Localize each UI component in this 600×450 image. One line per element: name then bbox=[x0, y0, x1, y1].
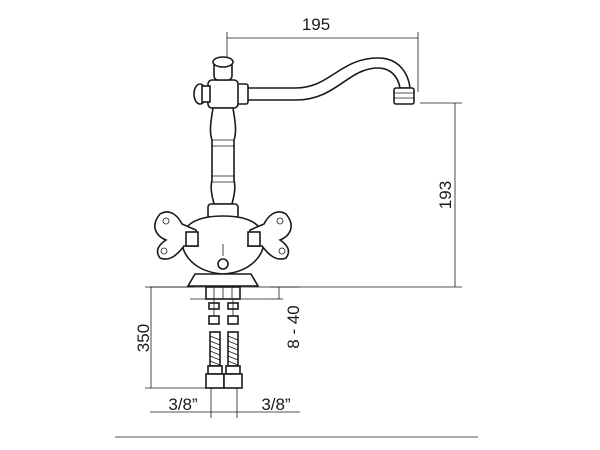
mounting-assembly bbox=[150, 286, 300, 325]
deck-thickness-label: 8 - 40 bbox=[284, 305, 303, 348]
hose-length-label: 350 bbox=[134, 324, 153, 352]
height-dimension: 193 bbox=[270, 102, 462, 288]
deck-thickness-dimension: 8 - 40 bbox=[270, 287, 303, 349]
height-dimension-label: 193 bbox=[436, 181, 455, 209]
hose-length-dimension: 350 bbox=[134, 286, 206, 389]
left-connection-label: 3/8” bbox=[168, 395, 198, 414]
left-hose bbox=[205, 331, 225, 389]
right-connection-label: 3/8” bbox=[261, 395, 291, 414]
aerator bbox=[393, 87, 415, 105]
reach-dimension: 195 bbox=[226, 15, 419, 92]
faucet-body bbox=[181, 56, 415, 287]
base bbox=[186, 273, 260, 287]
spout bbox=[245, 57, 411, 101]
left-cross-handle bbox=[154, 211, 199, 260]
column bbox=[209, 107, 237, 205]
right-cross-handle bbox=[247, 211, 292, 260]
top-hub bbox=[207, 79, 239, 109]
connection-dimensions: 3/8” 3/8” bbox=[150, 388, 300, 418]
reach-dimension-label: 195 bbox=[302, 15, 330, 34]
right-hose bbox=[223, 331, 243, 389]
